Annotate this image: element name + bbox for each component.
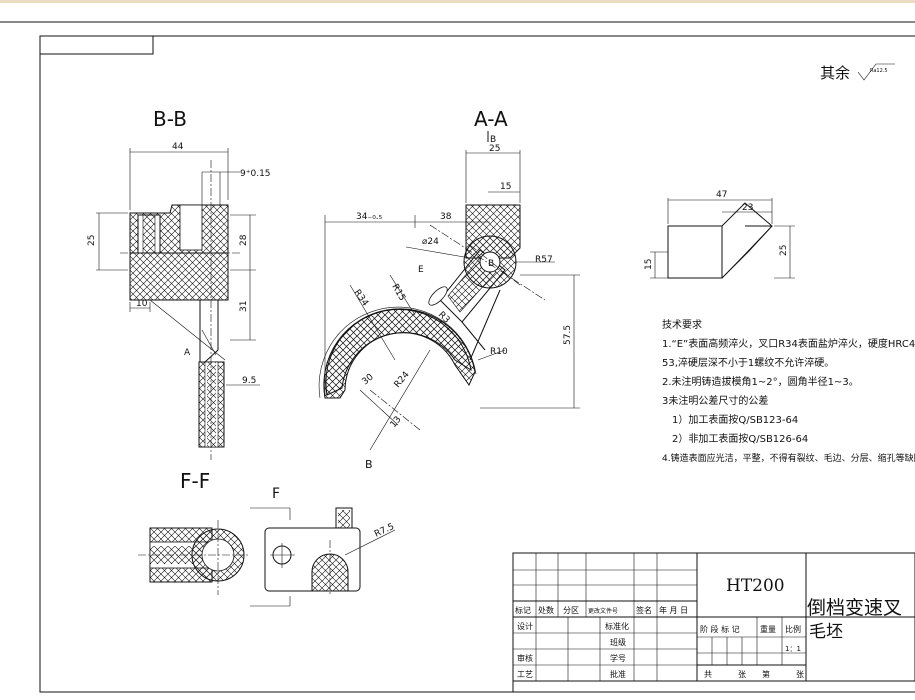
view-f: F R7.5 — [250, 486, 396, 607]
dim-r34: R34 — [352, 288, 371, 308]
tb-h-docno: 更改文件号 — [588, 607, 618, 615]
tb-student-no: 学号 — [610, 653, 626, 663]
dim-r15: R15 — [389, 283, 407, 303]
tb-h-sign: 签名 — [636, 605, 652, 615]
tech-line-1: 1.“E”表面高频淬火，叉口R34表面盐炉淬火，硬度HRC45~ — [662, 337, 915, 350]
view-f-f-title: F-F — [180, 469, 210, 493]
dim-d-25: 25 — [779, 245, 789, 256]
dim-a-25: 25 — [489, 144, 500, 154]
tech-line-6: 2）非加工表面按Q/SB126-64 — [672, 432, 808, 445]
dim-a-15: 15 — [500, 182, 511, 192]
view-a-a: A-A B 25 15 34₋₀.₅ 38 — [318, 107, 580, 471]
mark-b-top: B — [490, 135, 496, 145]
roughness-value: Ra12.5 — [870, 68, 888, 74]
tb-sheet-unit: 张 — [738, 670, 746, 679]
mark-b-circle: B — [488, 259, 494, 269]
dim-r7-5: R7.5 — [373, 522, 396, 540]
tech-notes: 技术要求 1.“E”表面高频淬火，叉口R34表面盐炉淬火，硬度HRC45~ 53… — [662, 318, 915, 464]
dim-d-47: 47 — [716, 190, 727, 200]
mark-b: B — [365, 458, 373, 471]
dim-38: 38 — [440, 212, 452, 222]
tb-approve: 批准 — [610, 669, 626, 679]
tb-h-zone: 分区 — [563, 606, 579, 615]
dim-44: 44 — [172, 142, 184, 152]
top-strip — [0, 0, 915, 3]
mark-f: F — [272, 486, 280, 502]
tb-h-count: 处数 — [538, 605, 554, 615]
title-block: 标记 处数 分区 更改文件号 签名 年 月 日 设计 标准化 班级 审核 学号 … — [512, 552, 915, 692]
dim-d-23: 23 — [742, 203, 753, 213]
dim-10: 10 — [136, 299, 148, 309]
view-detail: 47 23 15 25 — [644, 190, 795, 279]
tech-line-3: 2.未注明铸造拔模角1~2°，圆角半径1~3。 — [662, 375, 859, 388]
tb-design: 设计 — [517, 621, 533, 631]
tech-line-5: 1）加工表面按Q/SB123-64 — [672, 413, 798, 426]
dim-r24: R24 — [393, 370, 412, 390]
tb-class: 班级 — [610, 637, 626, 647]
tb-sheet-total: 共 — [704, 670, 712, 679]
roughness-symbol-icon — [857, 63, 895, 81]
dim-34: 34₋₀.₅ — [356, 212, 383, 222]
tb-sheet-unit-2: 张 — [796, 670, 804, 679]
dim-9-tol: 9⁺0.15 — [240, 169, 271, 179]
tb-sheet-no: 第 — [762, 669, 770, 679]
tb-process: 工艺 — [517, 670, 533, 679]
dim-r57: R57 — [535, 255, 553, 265]
roughness-label: 其余 — [820, 64, 850, 82]
tb-h-date: 年 月 日 — [659, 605, 688, 615]
dim-30: 30 — [361, 372, 376, 387]
view-b-b-title: B-B — [153, 107, 187, 131]
tb-material: HT200 — [726, 576, 785, 596]
view-a-a-title: A-A — [474, 107, 508, 131]
dim-31: 31 — [239, 301, 249, 312]
tb-stage-mark: 阶 段 标 记 — [700, 624, 740, 634]
tech-line-7: 4.铸造表面应光洁，平整，不得有裂纹、毛边、分层、缩孔等缺陷。 — [662, 452, 915, 464]
view-f-f: F-F — [138, 469, 250, 595]
tb-scale-label: 比例 — [785, 624, 801, 634]
code-box — [39, 35, 154, 55]
drawing-frame — [39, 35, 915, 693]
dim-d-15: 15 — [644, 259, 654, 270]
dim-phi24: ⌀24 — [422, 237, 439, 247]
tb-weight: 重量 — [760, 624, 776, 634]
tb-scale-value: 1：1 — [785, 645, 801, 653]
dim-25: 25 — [87, 235, 97, 246]
dim-57-5: 57.5 — [563, 325, 573, 345]
tech-line-4: 3未注明公差尺寸的公差 — [662, 394, 768, 407]
dim-28: 28 — [239, 234, 249, 246]
tech-title: 技术要求 — [662, 318, 702, 331]
mark-e: E — [418, 265, 424, 275]
tech-line-2: 53,淬硬层深不小于1螺纹不允许淬硬。 — [662, 356, 834, 369]
mark-a: A — [184, 348, 191, 358]
view-b-b: B-B 44 9⁺0.15 25 28 31 — [87, 107, 271, 460]
tb-standard: 标准化 — [605, 621, 629, 631]
tb-h-mark: 标记 — [515, 605, 531, 615]
dim-13: 13 — [389, 415, 404, 430]
tb-part-name: 倒档变速叉 — [807, 597, 902, 619]
tb-review: 审核 — [517, 653, 533, 663]
dim-9-5: 9.5 — [242, 376, 256, 386]
tb-part-name-2: 毛坯 — [809, 622, 843, 642]
